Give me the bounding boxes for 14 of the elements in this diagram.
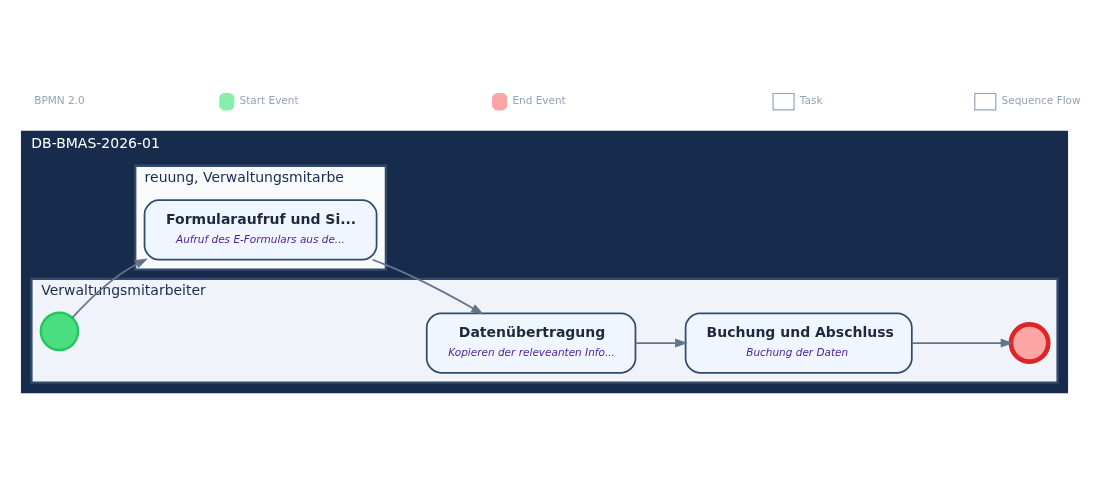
- legend-label: Task: [799, 93, 823, 106]
- legend-label: Start Event: [239, 93, 299, 106]
- legend-label: Sequence Flow: [1001, 93, 1081, 106]
- arrow: [371, 258, 484, 315]
- node-box: Datenübertragung Kopieren der releveanten Info...: [425, 311, 637, 374]
- arrow: [911, 338, 1014, 348]
- node-circle: [39, 311, 80, 351]
- legend-label: End Event: [512, 93, 566, 106]
- arrow: [634, 338, 688, 348]
- label: BPMN 2.0: [34, 93, 85, 106]
- node-box: Formularaufruf und Si... Aufruf des E-Formulars aus de...: [143, 198, 378, 261]
- node-circle: [1008, 321, 1051, 364]
- node-box: Buchung und Abschluss Buchung der Daten: [684, 311, 913, 374]
- arrow: [71, 258, 148, 318]
